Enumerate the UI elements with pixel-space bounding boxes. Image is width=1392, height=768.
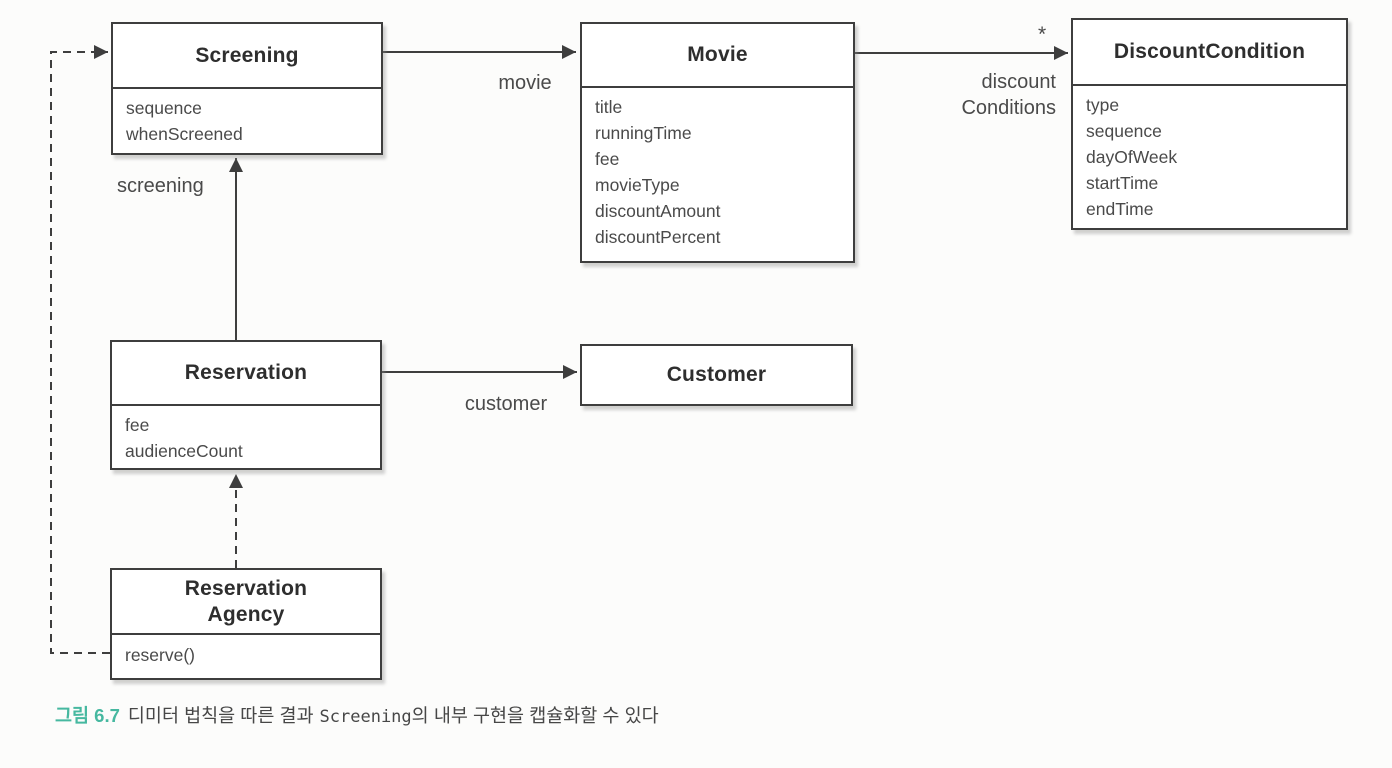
class-box-screening: Screening sequence whenScreened xyxy=(111,22,383,155)
attributes-compartment: title runningTime fee movieType discount… xyxy=(582,88,853,250)
edge-label-discountconditions: discount Conditions xyxy=(930,69,1056,121)
class-header: Reservation xyxy=(112,342,380,406)
method: reserve() xyxy=(125,645,196,665)
class-title-screening: Screening xyxy=(195,43,299,67)
class-title-reservation: Reservation xyxy=(184,361,308,384)
class-box-customer: Customer xyxy=(580,344,853,406)
class-header: Reservation Agency xyxy=(112,570,380,635)
attribute: title xyxy=(595,97,623,117)
caption-text-post: 의 내부 구현을 캡슐화할 수 있다 xyxy=(411,705,659,726)
class-box-movie: Movie title runningTime fee movieType di… xyxy=(580,22,855,263)
attributes-compartment: type sequence dayOfWeek startTime endTim… xyxy=(1073,86,1346,222)
figure-number: 그림 6.7 xyxy=(55,705,120,726)
attribute: endTime xyxy=(1086,199,1154,219)
edge-label-discount-line2: Conditions xyxy=(961,97,1056,119)
attribute: runningTime xyxy=(595,123,692,143)
edge-label-movie: movie xyxy=(498,72,552,94)
attribute: type xyxy=(1086,95,1120,115)
edge-dashed-agency-to-screening xyxy=(50,45,110,654)
caption-code-screening: Screening xyxy=(319,707,412,727)
attribute: discountAmount xyxy=(595,201,721,221)
class-header: Screening xyxy=(113,24,381,89)
class-header: DiscountCondition xyxy=(1073,20,1346,86)
class-title-movie: Movie xyxy=(687,43,748,66)
multiplicity-star: * xyxy=(1038,23,1047,46)
attribute: startTime xyxy=(1086,173,1159,193)
attribute: discountPercent xyxy=(595,227,721,247)
class-title-customer: Customer xyxy=(666,363,767,386)
attributes-compartment: sequence whenScreened xyxy=(113,89,381,147)
edge-label-screening: screening xyxy=(117,175,204,197)
methods-compartment: reserve() xyxy=(112,635,380,668)
attribute: whenScreened xyxy=(126,124,243,144)
attributes-compartment: fee audienceCount xyxy=(112,406,380,464)
attribute: fee xyxy=(595,149,620,169)
class-header: Movie xyxy=(582,24,853,88)
attribute: movieType xyxy=(595,175,680,195)
class-title-reservationagency: Reservation Agency xyxy=(184,576,308,626)
class-box-reservationagency: Reservation Agency reserve() xyxy=(110,568,382,680)
edge-label-discount-line1: discount xyxy=(981,71,1057,93)
class-box-discountcondition: DiscountCondition type sequence dayOfWee… xyxy=(1071,18,1348,230)
attribute: fee xyxy=(125,415,150,435)
class-title-discountcondition: DiscountCondition xyxy=(1113,40,1306,63)
class-header: Customer xyxy=(582,346,851,404)
attribute: audienceCount xyxy=(125,441,243,461)
edge-label-customer: customer xyxy=(464,393,548,415)
attribute: dayOfWeek xyxy=(1086,147,1178,167)
attribute: sequence xyxy=(126,98,202,118)
caption-text-pre: 디미터 법칙을 따른 결과 xyxy=(127,705,314,726)
class-box-reservation: Reservation fee audienceCount xyxy=(110,340,382,470)
attribute: sequence xyxy=(1086,121,1162,141)
